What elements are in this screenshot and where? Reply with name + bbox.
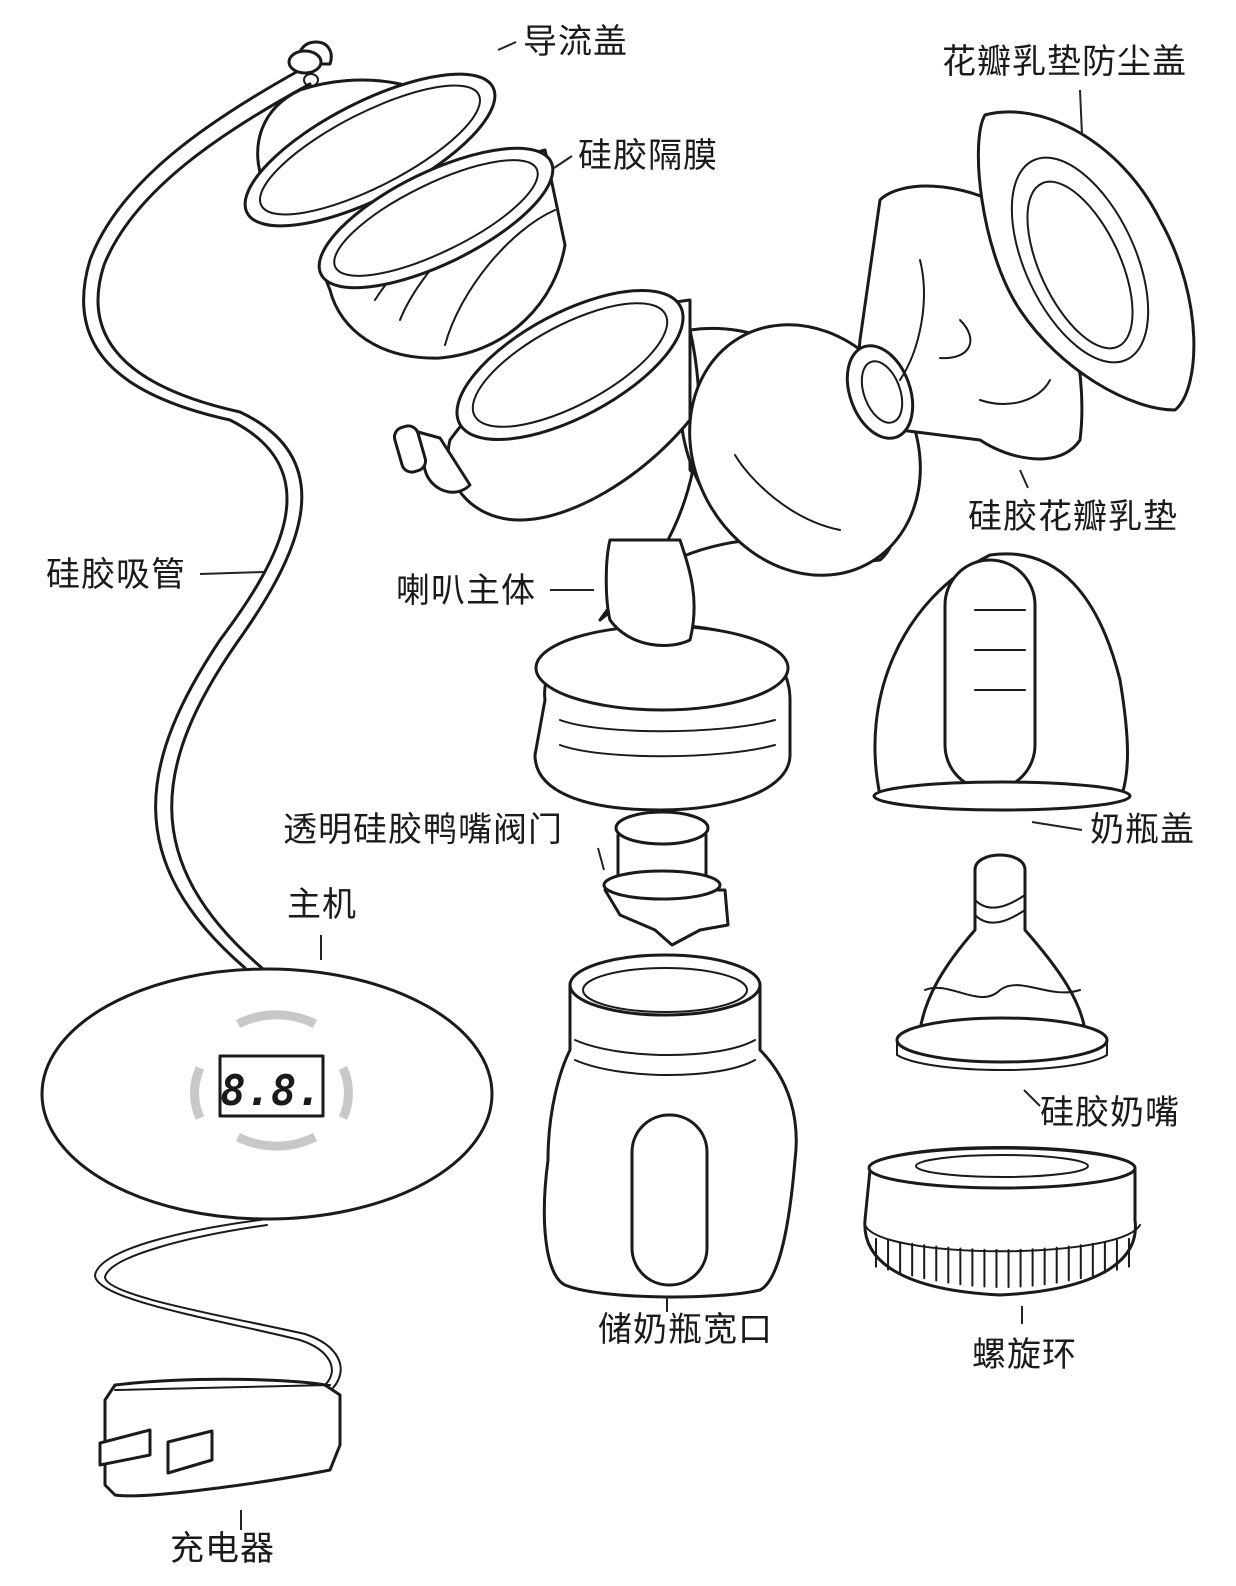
silicone-tube — [82, 68, 312, 970]
plus-button-icon[interactable] — [235, 1010, 318, 1029]
silicone-nipple-part — [895, 853, 1109, 1071]
duckbill-valve-part — [602, 810, 730, 947]
label-wide-neck-bottle: 储奶瓶宽口 — [598, 1310, 773, 1350]
label-silicone-diaphragm: 硅胶隔膜 — [578, 136, 718, 176]
label-bottle-cover: 奶瓶盖 — [1090, 810, 1195, 850]
mode-right-button-icon[interactable] — [338, 1066, 353, 1120]
wide-neck-bottle-part — [542, 953, 798, 1299]
label-diversion-cover: 导流盖 — [523, 22, 628, 62]
label-duckbill-valve: 透明硅胶鸭嘴阀门 — [283, 810, 563, 850]
label-screw-ring: 螺旋环 — [972, 1335, 1077, 1375]
label-silicone-nipple: 硅胶奶嘴 — [1040, 1093, 1180, 1133]
label-petal-pad-dust-cover: 花瓣乳垫防尘盖 — [942, 42, 1187, 82]
label-charger: 充电器 — [170, 1529, 275, 1569]
label-silicone-tube: 硅胶吸管 — [46, 555, 186, 595]
label-silicone-petal-pad: 硅胶花瓣乳垫 — [968, 497, 1178, 537]
minus-button-icon[interactable] — [235, 1132, 318, 1151]
silicone-diaphragm-part — [317, 146, 567, 360]
leader-lines — [199, 41, 1083, 1530]
charger-part — [94, 1218, 342, 1498]
label-horn-body: 喇叭主体 — [396, 571, 536, 611]
main-unit-part: 8.8. — [40, 967, 494, 1221]
mode-left-button-icon[interactable] — [190, 1066, 205, 1120]
bottle-cover-part — [872, 552, 1132, 812]
horn-body-part — [392, 288, 922, 812]
led-display-readout: 8.8. — [220, 1066, 321, 1115]
screw-ring-part — [863, 1146, 1141, 1297]
label-main-unit: 主机 — [287, 885, 357, 925]
petal-pad-dust-cover-part — [976, 110, 1196, 412]
